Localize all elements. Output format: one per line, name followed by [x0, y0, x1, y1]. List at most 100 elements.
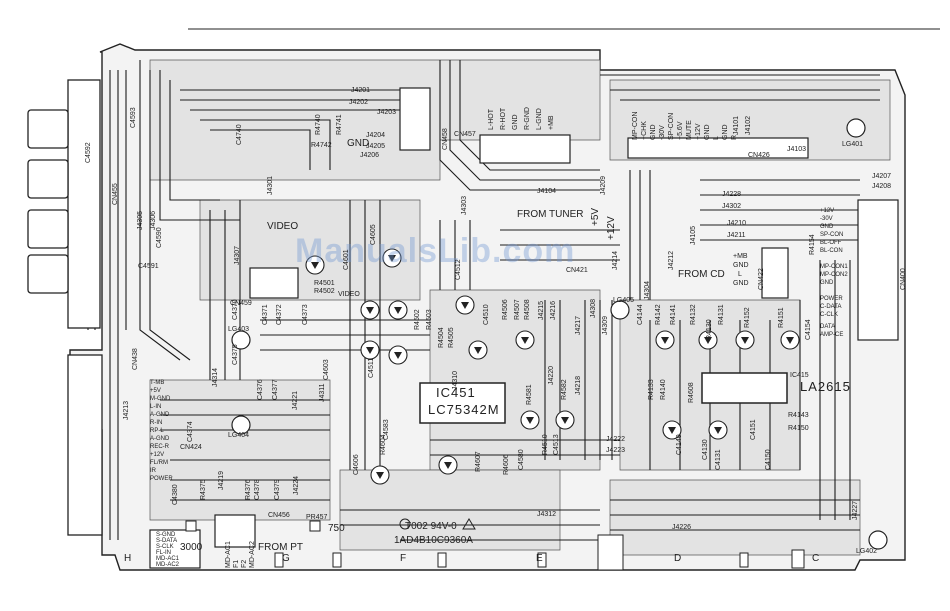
jumper-label: J4222	[606, 436, 626, 443]
jumper-label: J4311	[319, 383, 326, 402]
cn426-pin: GND	[722, 124, 729, 140]
capacitor-label: C4370	[232, 299, 239, 320]
resistor-label: R4510	[542, 434, 549, 455]
resistor-label: R4740	[315, 114, 322, 135]
ic-bodies	[419, 372, 788, 424]
jumper-label: J4228	[722, 191, 742, 198]
cn422-label: CN422	[758, 268, 765, 290]
cn438-pin: A-GND	[150, 412, 170, 418]
capacitor-label: C4380	[172, 484, 179, 505]
jumper-label: J4218	[575, 375, 582, 395]
cn438-pin: A-GND	[150, 436, 170, 442]
jumper-label: J4105	[690, 225, 697, 245]
capacitor-label: C4601	[343, 249, 350, 270]
ic451-part: LC75342M	[428, 402, 500, 417]
capacitor-label: C4154	[805, 319, 812, 340]
pr457-value: 750	[328, 523, 345, 534]
cn400-pin: AMP-CE	[820, 332, 844, 338]
lg402-label: LG402	[856, 548, 878, 555]
jumper-label: J4307	[234, 245, 241, 265]
capacitor-label: C4130	[702, 439, 709, 460]
connector-bodies	[149, 87, 899, 569]
jumper-label: J4217	[575, 315, 582, 335]
cn438-pin: R-IN	[150, 420, 163, 426]
jumper-label: J4103	[787, 146, 807, 153]
cn426-pin: GND	[704, 124, 711, 140]
capacitor-label: C4375	[232, 344, 239, 365]
cn422-pin: GND	[733, 262, 749, 269]
bottom-parts	[185, 520, 805, 571]
resistor-label: R4582	[561, 379, 568, 400]
capacitor-label: C4140	[676, 434, 683, 455]
resistor-label: R4606	[503, 454, 510, 475]
cn457-pin: L-GND	[536, 108, 543, 130]
cn456-pin: MD-AC1	[225, 541, 232, 568]
cn426-pin: +CHK	[641, 121, 648, 140]
jumper-label: J4211	[727, 232, 746, 239]
plus5v-label: +5V	[590, 207, 601, 226]
resistor-label: R4150	[788, 425, 809, 432]
capacitor-label: C4371	[262, 304, 269, 325]
capacitor-label: C4603	[323, 359, 330, 380]
cn400-pin: -30V	[820, 216, 833, 222]
cn400-pin: +12V	[820, 208, 835, 214]
jumper-label: J4226	[672, 524, 692, 531]
jumper-label: J4213	[123, 400, 130, 420]
bottom-left-pin: S-GND	[156, 532, 176, 538]
ic415-part: LA2615	[800, 379, 851, 394]
jumper-label: J4310	[452, 370, 459, 390]
resistor-label: R4142	[655, 304, 662, 325]
cn400-pin: GND	[820, 224, 834, 230]
cn438-pin: +12V	[150, 452, 165, 458]
resistor-label: R4141	[670, 304, 677, 325]
ic415-ref: IC415	[790, 372, 809, 379]
jumper-label: J4216	[550, 300, 557, 320]
gnd-label: GND	[347, 138, 370, 149]
resistor-label: R4504	[438, 327, 445, 348]
capacitor-label: C4377	[272, 379, 279, 400]
capacitor-label: C4372	[276, 304, 283, 325]
cn400-pin: MP-CON1	[820, 264, 848, 270]
capacitor-label: C4373	[302, 304, 309, 325]
resistor-label: R4503	[426, 309, 433, 330]
capacitor-label: C4606	[353, 454, 360, 475]
resistor-label: R4151	[778, 307, 785, 328]
video-label: VIDEO	[267, 221, 299, 232]
jumper-label: J4212	[668, 250, 675, 270]
lg404-label: LG404	[228, 432, 250, 439]
jumper-label: J4224	[293, 475, 300, 495]
capacitor-label: C4593	[130, 107, 137, 128]
cn422-pin: GND	[733, 280, 749, 287]
resistor-label: R4607	[475, 451, 482, 472]
cn459-label: CN459	[230, 300, 252, 307]
jumper-label: J4304	[644, 280, 651, 300]
cn426-pin: -30V	[659, 125, 666, 140]
cn457-pin: R-GND	[524, 107, 531, 130]
cn424-label: CN424	[180, 444, 202, 451]
resistor-label: R4581	[526, 384, 533, 405]
capacitor-label: C4583	[383, 419, 390, 440]
jumper-label: J4207	[872, 173, 892, 180]
jumper-label: J4214	[612, 250, 619, 270]
resistor-label: R4376	[245, 479, 252, 500]
ul-mark	[399, 518, 411, 530]
cn456-pin: MD-AC2	[249, 541, 256, 568]
jumper-label: J4202	[349, 99, 369, 106]
jumper-label: J4201	[351, 87, 371, 94]
resistor-label: R4742	[311, 142, 332, 149]
mounting-holes	[231, 118, 888, 550]
cn422-pin: +MB	[733, 253, 748, 260]
resistor-label: R4502	[314, 288, 335, 295]
resistor-label: R4508	[524, 299, 531, 320]
capacitor-label: C4513	[553, 434, 560, 455]
cn438-pin: L-IN	[150, 404, 162, 410]
cn438-pin: REC-R	[150, 444, 169, 450]
resistor-label: R4506	[502, 299, 509, 320]
cn438-pin: +5V	[150, 388, 161, 394]
cn400-pin: POWER	[820, 296, 843, 302]
cn400-pin: SP-CON	[820, 232, 844, 238]
capacitor-label: C4740	[236, 124, 243, 145]
resistor-label: R4130	[706, 319, 713, 340]
resistor-label: R4608	[688, 382, 695, 403]
